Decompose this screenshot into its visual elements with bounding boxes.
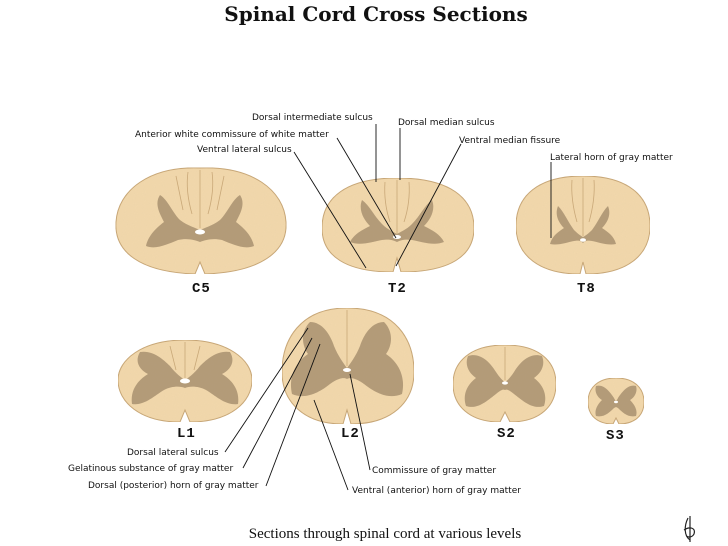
label-t2: T2: [388, 281, 407, 297]
l1-dorsal-lines: [169, 342, 201, 378]
t8-dorsal-lines: [571, 178, 595, 236]
section-l2: [281, 307, 415, 425]
c5-white-matter: [115, 167, 287, 275]
c5-dorsal-lines: [175, 170, 225, 228]
section-l1: [117, 339, 253, 423]
t8-central-canal: [580, 238, 586, 242]
label-l1: L1: [177, 426, 196, 442]
label-t8: T8: [577, 281, 596, 297]
page-title: Spinal Cord Cross Sections: [224, 2, 528, 26]
label-lateral-horn: Lateral horn of gray matter: [550, 153, 673, 163]
leader-dorsal-lateral-sulcus: [224, 327, 309, 453]
leader-commissure: [349, 373, 371, 471]
label-anterior-white-commissure: Anterior white commissure of white matte…: [135, 130, 329, 140]
leader-ventral-horn: [313, 399, 349, 491]
label-s2: S2: [497, 426, 516, 442]
l2-central-canal: [343, 368, 351, 372]
c5-gray-matter: [146, 195, 254, 248]
label-ventral-horn: Ventral (anterior) horn of gray matter: [352, 486, 521, 496]
s2-gray-matter: [464, 355, 546, 407]
label-dorsal-lateral-sulcus: Dorsal lateral sulcus: [127, 448, 219, 458]
leader-dorsal-horn: [265, 343, 321, 487]
t2-dorsal-lines: [384, 180, 410, 234]
section-s3: [587, 377, 645, 425]
label-ventral-lateral-sulcus: Ventral lateral sulcus: [197, 145, 292, 155]
label-dorsal-intermediate-sulcus: Dorsal intermediate sulcus: [252, 113, 373, 123]
leader-lines: [224, 124, 552, 491]
t2-gray-matter: [350, 200, 444, 244]
s3-central-canal: [614, 400, 618, 404]
l1-gray-matter: [131, 351, 239, 405]
section-s2: [452, 344, 557, 423]
l2-gray-matter: [290, 322, 404, 397]
c5-central-canal: [195, 229, 205, 235]
label-dorsal-horn: Dorsal (posterior) horn of gray matter: [88, 481, 259, 491]
section-t2: [321, 177, 475, 273]
leader-ventral-lateral-sulcus: [293, 151, 367, 269]
section-c5: [115, 167, 287, 275]
label-gelatinous-substance: Gelatinous substance of gray matter: [68, 464, 234, 474]
figure-caption: Sections through spinal cord at various …: [248, 526, 522, 542]
s2-central-canal: [502, 381, 508, 385]
t8-gray-matter: [550, 206, 616, 245]
label-s3: S3: [606, 428, 625, 444]
leader-gelatinous-substance: [242, 337, 313, 469]
leader-ventral-median-fissure: [395, 143, 462, 267]
l1-central-canal: [180, 378, 190, 384]
label-c5: C5: [192, 281, 211, 297]
t2-white-matter: [321, 177, 475, 273]
signature-mark: [683, 516, 695, 542]
label-l2: L2: [341, 426, 360, 442]
label-ventral-median-fissure: Ventral median fissure: [459, 136, 561, 146]
section-t8: [515, 175, 651, 275]
leader-anterior-white-commissure: [336, 137, 397, 239]
label-dorsal-median-sulcus: Dorsal median sulcus: [398, 118, 495, 128]
label-commissure: Commissure of gray matter: [372, 466, 497, 476]
